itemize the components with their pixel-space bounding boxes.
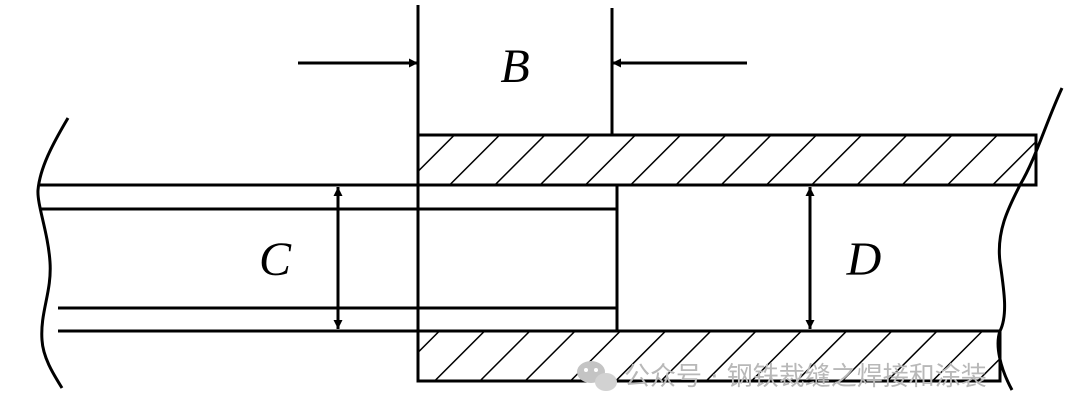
right-break-line [996,87,1064,391]
watermark: 公众号 · 钢铁裁缝之焊接和涂装 [577,361,987,392]
socket-upper-wall [416,133,1038,187]
chat-bubble-icon [577,361,617,391]
label-d: D [846,233,882,286]
label-b: B [500,40,529,93]
watermark-text: 公众号 · 钢铁裁缝之焊接和涂装 [624,362,987,392]
label-c: C [259,233,292,286]
left-break-line [36,117,70,389]
